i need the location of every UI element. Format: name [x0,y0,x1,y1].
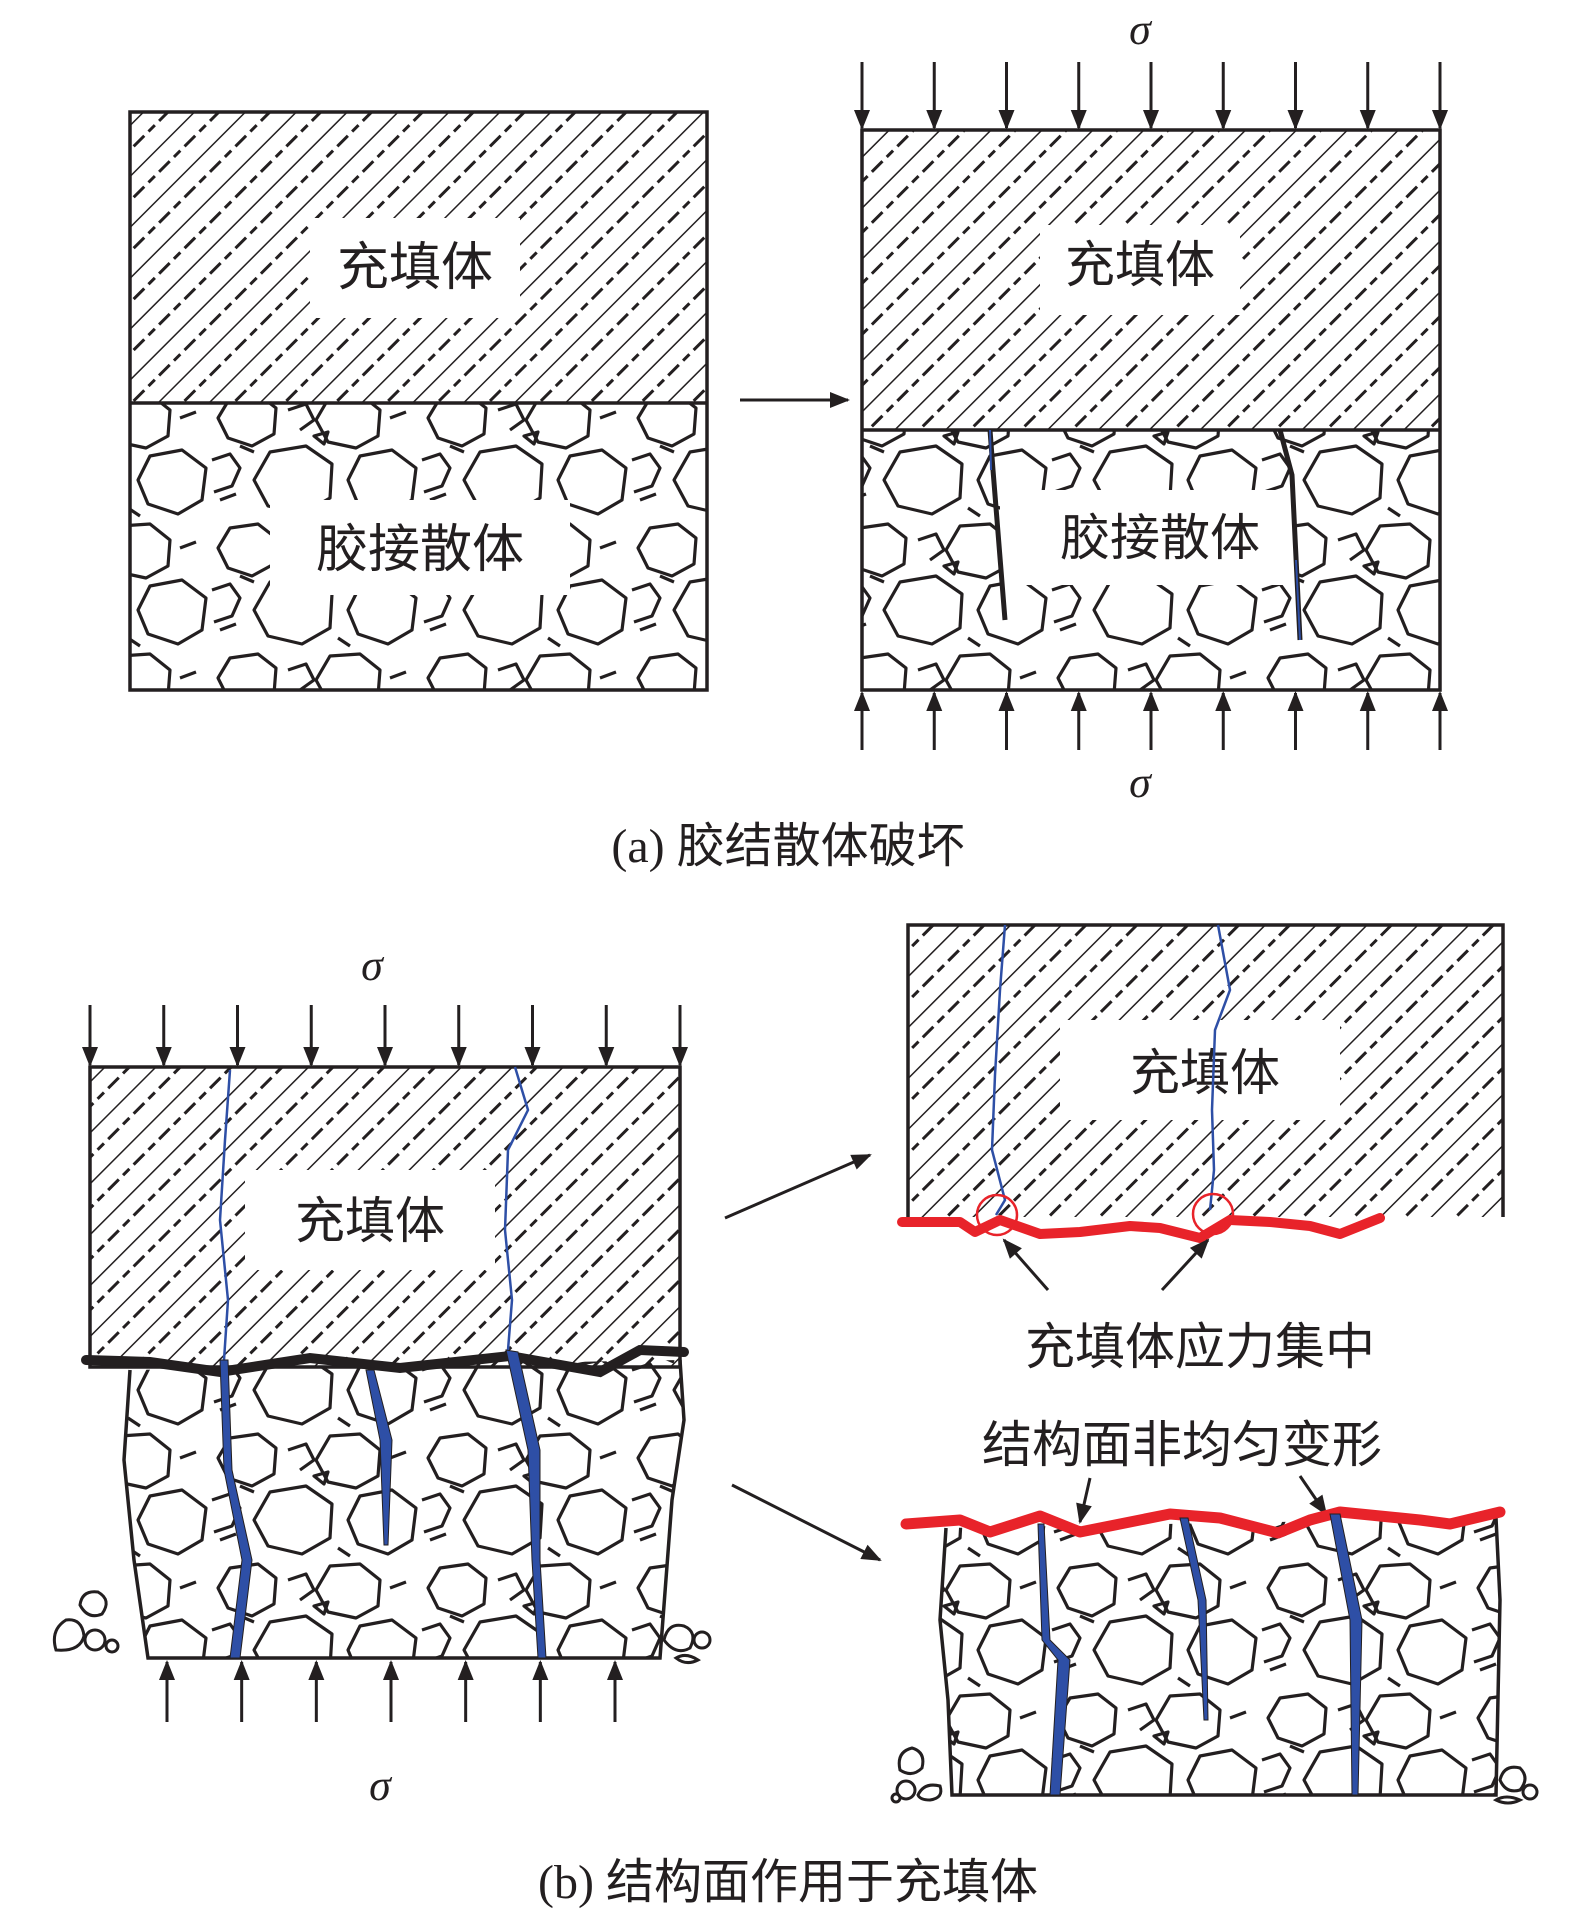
aggregate-label: 胶接散体 [316,520,524,580]
aggregate-outline [938,1517,1502,1797]
sigma-bottom: σ [1129,758,1153,807]
pointer-arrow-icon [1076,1477,1092,1524]
label-bg [1000,490,1295,585]
label-bg [270,500,570,595]
pointer-arrow-icon [1160,1238,1210,1292]
crack [1329,1513,1363,1796]
panel-a: 充填体 胶接散体 σ 充填体 胶接散体 σ (a) 胶结散体破坏 [128,5,1448,873]
crack [1179,1517,1209,1721]
detail-top: 充填体 充填体应力集中 [897,923,1505,1376]
stress-concentration-circle [1191,1192,1235,1236]
panel-b: σ 充填体 [52,923,1539,1909]
filler-label: 充填体 [1065,236,1215,294]
annotation-nonuniform-deformation: 结构面非均匀变形 [982,1416,1382,1474]
crack-highlight [1295,559,1301,641]
structural-plane-red [900,1506,1506,1539]
crack [365,1369,393,1546]
pointer-arrow-icon [1002,1238,1050,1291]
filler-label: 充填体 [337,238,493,298]
pointer-arrow-icon [1298,1475,1328,1516]
debris-right [662,1623,712,1665]
sigma-top: σ [361,941,385,990]
load-arrows-top [82,1005,688,1067]
load-arrows-top [854,62,1448,130]
specimen-before: 充填体 胶接散体 [128,110,709,692]
debris-left [890,1746,943,1804]
caption-b: (b) 结构面作用于充填体 [538,1856,1038,1909]
label-bg [1040,225,1240,315]
zoom-arrow-down-icon [731,1483,882,1562]
debris-right [1492,1765,1539,1805]
filler-label: 充填体 [1130,1044,1280,1102]
aggregate-label: 胶接散体 [1060,509,1260,567]
crack [990,924,1007,1216]
crack [505,1349,547,1659]
structural-plane-red [897,1213,1385,1243]
crack [219,1359,253,1659]
structural-plane [81,1344,689,1378]
loaded-specimen: σ 充填体 [52,941,712,1810]
sigma-bottom: σ [369,1761,393,1810]
annotation-stress-concentration: 充填体应力集中 [1025,1318,1375,1376]
crack [1037,1523,1071,1796]
crack [503,1066,530,1351]
specimen-after: σ 充填体 胶接散体 σ [854,5,1448,807]
crack-highlight [989,429,992,471]
crack [1208,924,1232,1211]
stress-concentration-circle [975,1193,1019,1237]
load-arrows-bottom [159,1660,623,1722]
debris-left [52,1590,120,1654]
label-bg [310,218,520,318]
load-arrows-bottom [854,691,1448,750]
aggregate-block [124,1360,684,1658]
aggregate-block [940,1518,1500,1795]
crack [218,1069,232,1361]
detail-bottom: 结构面非均匀变形 [890,1416,1539,1805]
caption-a: (a) 胶结散体破坏 [611,820,964,873]
zoom-arrow-up-icon [724,1153,872,1220]
aggregate-outline [122,1359,686,1660]
label-bg [1060,1020,1340,1120]
filler-label: 充填体 [295,1192,445,1250]
label-bg [245,1170,495,1270]
sigma-top: σ [1129,5,1153,54]
